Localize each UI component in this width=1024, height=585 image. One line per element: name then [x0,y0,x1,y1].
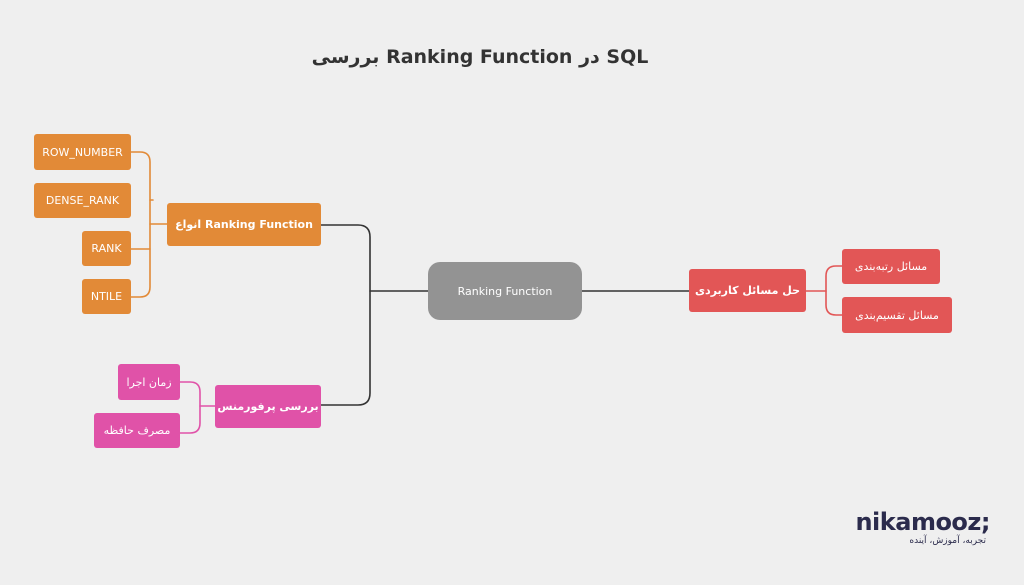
logo-wordmark: nikamooz; [855,508,990,536]
practical-problems-node: حل مسائل کاربردی [689,269,806,312]
performance-node: بررسی پرفورمنس [215,385,321,428]
ranking-problems-label: مسائل رتبه‌بندی [854,260,928,273]
ntile-node: NTILE [82,279,131,314]
performance-label: بررسی پرفورمنس [217,400,319,413]
ranking-types-label: انواع Ranking Function [175,218,313,231]
ntile-label: NTILE [90,290,123,303]
memory-usage-label: مصرف حافظه [103,424,171,437]
rank-label: RANK [91,242,122,255]
execution-time-node: زمان اجرا [118,364,180,400]
center-node: Ranking Function [428,262,582,320]
memory-usage-node: مصرف حافظه [94,413,180,448]
logo-tagline: تجربه، آموزش، آینده [909,536,986,546]
partitioning-problems-label: مسائل تقسیم‌بندی [855,308,939,322]
ranking-problems-node: مسائل رتبه‌بندی [842,249,940,284]
execution-time-label: زمان اجرا [126,375,172,389]
dense-rank-node: DENSE_RANK [34,183,131,218]
row-number-label: ROW_NUMBER [42,145,123,159]
diagram-title: بررسی Ranking Function در SQL [311,46,649,68]
row-number-node: ROW_NUMBER [34,134,131,170]
practical-problems-label: حل مسائل کاربردی [694,284,801,297]
ranking-types-node: انواع Ranking Function [167,203,321,246]
dense-rank-label: DENSE_RANK [45,194,120,207]
center-node-label: Ranking Function [457,284,553,298]
rank-node: RANK [82,231,131,266]
partitioning-problems-node: مسائل تقسیم‌بندی [842,297,952,333]
nikamooz-logo: nikamooz; تجربه، آموزش، آینده [855,508,996,548]
